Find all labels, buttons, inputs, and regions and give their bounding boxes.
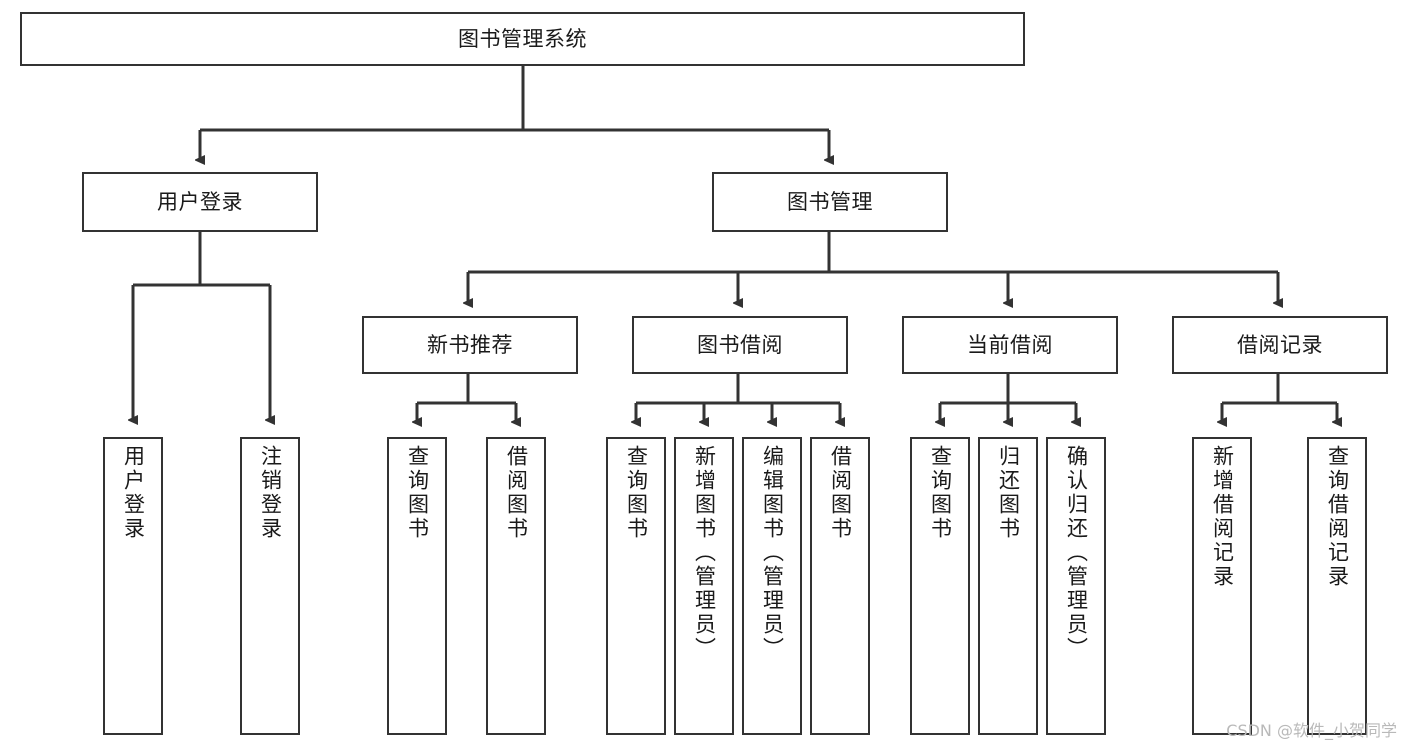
node-book-borrow[interactable]: 图书借阅 (632, 316, 848, 374)
node-new-book-recommend-label: 新书推荐 (427, 332, 513, 357)
node-user-login-label: 用户登录 (157, 189, 243, 214)
node-leaf-add-record-label: 新增借阅记录 (1210, 445, 1235, 589)
node-leaf-confirm-return[interactable]: 确认归还（管理员） (1046, 437, 1106, 735)
node-borrow-record[interactable]: 借阅记录 (1172, 316, 1388, 374)
node-leaf-query-book-1-label: 查询图书 (405, 445, 430, 541)
node-leaf-add-book-label: 新增图书（管理员） (692, 445, 717, 661)
node-leaf-borrow-book-1[interactable]: 借阅图书 (486, 437, 546, 735)
node-current-borrow[interactable]: 当前借阅 (902, 316, 1118, 374)
node-leaf-edit-book-label: 编辑图书（管理员） (760, 445, 785, 661)
node-leaf-user-logout[interactable]: 注销登录 (240, 437, 300, 735)
node-leaf-confirm-return-label: 确认归还（管理员） (1064, 445, 1089, 661)
node-leaf-user-login[interactable]: 用户登录 (103, 437, 163, 735)
node-leaf-borrow-book-1-label: 借阅图书 (504, 445, 529, 541)
node-leaf-edit-book[interactable]: 编辑图书（管理员） (742, 437, 802, 735)
node-leaf-borrow-book-2[interactable]: 借阅图书 (810, 437, 870, 735)
node-user-login[interactable]: 用户登录 (82, 172, 318, 232)
node-leaf-query-book-3-label: 查询图书 (928, 445, 953, 541)
node-borrow-record-label: 借阅记录 (1237, 332, 1323, 357)
node-leaf-add-record[interactable]: 新增借阅记录 (1192, 437, 1252, 735)
node-leaf-query-book-1[interactable]: 查询图书 (387, 437, 447, 735)
node-leaf-query-book-2[interactable]: 查询图书 (606, 437, 666, 735)
node-leaf-return-book[interactable]: 归还图书 (978, 437, 1038, 735)
node-root[interactable]: 图书管理系统 (20, 12, 1025, 66)
node-leaf-query-book-2-label: 查询图书 (624, 445, 649, 541)
node-leaf-user-login-label: 用户登录 (121, 445, 146, 541)
node-root-label: 图书管理系统 (458, 26, 587, 51)
node-current-borrow-label: 当前借阅 (967, 332, 1053, 357)
node-leaf-user-logout-label: 注销登录 (258, 445, 283, 541)
node-leaf-add-book[interactable]: 新增图书（管理员） (674, 437, 734, 735)
node-leaf-query-record[interactable]: 查询借阅记录 (1307, 437, 1367, 735)
csdn-watermark: CSDN @软件_小贺同学 (1226, 721, 1397, 740)
node-book-management-label: 图书管理 (787, 189, 873, 214)
node-leaf-query-book-3[interactable]: 查询图书 (910, 437, 970, 735)
node-leaf-borrow-book-2-label: 借阅图书 (828, 445, 853, 541)
node-book-borrow-label: 图书借阅 (697, 332, 783, 357)
node-book-management[interactable]: 图书管理 (712, 172, 948, 232)
node-new-book-recommend[interactable]: 新书推荐 (362, 316, 578, 374)
node-leaf-query-record-label: 查询借阅记录 (1325, 445, 1350, 589)
node-leaf-return-book-label: 归还图书 (996, 445, 1021, 541)
